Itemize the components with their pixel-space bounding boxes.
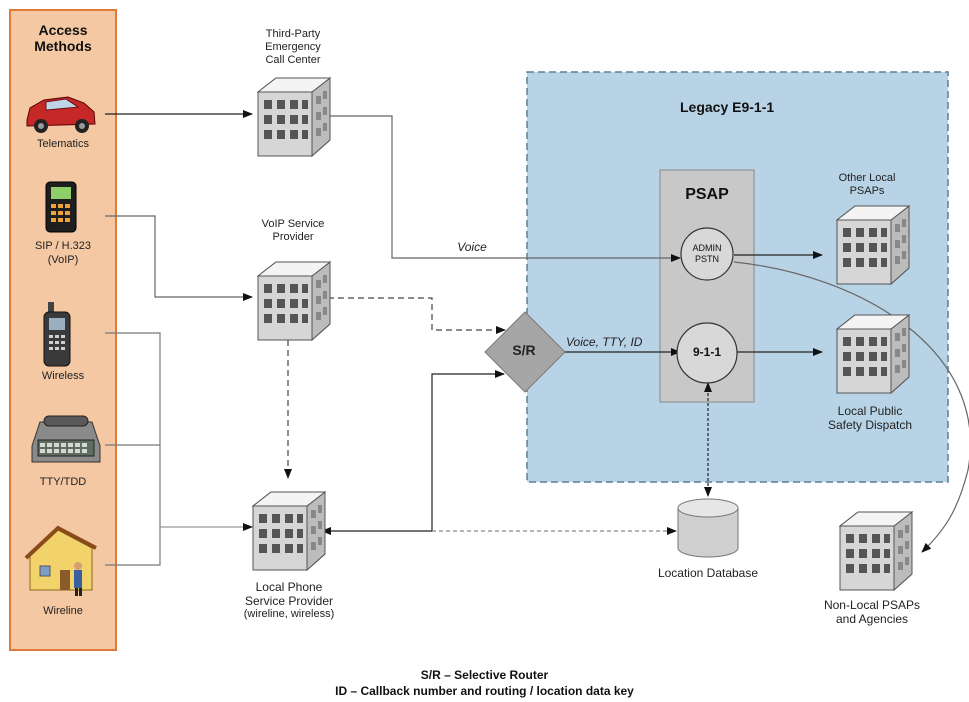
third-party-building-icon [257,77,331,157]
voip-provider-label: VoIP Service Provider [238,218,348,244]
edge-voip-sr-dashed [328,297,506,334]
nonlocal-line1: Non-Local PSAPs [823,598,921,612]
other-psaps-line2: PSAPs [849,185,885,197]
pstn-line: PSTN [694,254,719,264]
local-phone-line3: (wireline, wireless) [243,608,335,620]
third-party-line2: Emergency [265,41,321,53]
voice-edge-label: Voice [457,240,487,254]
edge-localphone-sr [321,370,505,535]
other-psaps-line1: Other Local [838,172,896,184]
edge-sip-voip [105,215,253,301]
admin-pstn-label: ADMIN PSTN [681,243,733,265]
other-psaps-building-icon [836,205,910,285]
local-dispatch-line1: Local Public [837,404,903,418]
other-psaps-label: Other Local PSAPs [812,172,922,198]
psap-title: PSAP [685,186,729,203]
tty-device-icon [31,415,101,463]
tty-label: TTY/TDD [39,476,87,488]
edge-wireline-bus [105,527,161,566]
voip-provider-building-icon [257,261,331,341]
nonlocal-line2: and Agencies [835,612,909,626]
telematics-label: Telematics [37,138,89,150]
local-dispatch-label: Local Public Safety Dispatch [810,404,930,432]
car-icon [26,96,96,133]
nonlocal-building-icon [839,511,913,591]
third-party-label: Third-Party Emergency Call Center [238,28,348,67]
sip-label-line1: SIP / H.323 [34,240,92,252]
location-database-label: Location Database [657,566,759,580]
local-phone-line1: Local Phone [255,580,323,594]
voip-provider-line1: VoIP Service [261,218,325,230]
access-methods-title: Access Methods [12,22,114,54]
voip-provider-line2: Provider [272,231,314,243]
local-phone-line2: Service Provider [244,594,334,608]
local-dispatch-line2: Safety Dispatch [827,418,913,432]
access-title-line1: Access [38,22,88,38]
house-icon [24,525,97,596]
admin-pstn-circle [680,227,734,281]
selective-router-label: S/R [512,342,536,358]
location-database-icon [677,498,739,558]
admin-line: ADMIN [692,243,722,253]
wireless-label: Wireless [41,370,85,382]
local-phone-building-icon [252,491,326,571]
third-party-line1: Third-Party [265,28,321,40]
wireline-label: Wireline [43,605,83,617]
nine-one-one-circle [676,322,738,384]
third-party-line3: Call Center [265,54,321,66]
selective-router [484,311,566,393]
nonlocal-label: Non-Local PSAPs and Agencies [808,598,936,626]
voice-tty-edge-label: Voice, TTY, ID [566,335,643,349]
local-dispatch-building-icon [836,314,910,394]
cell-phone-icon [43,302,71,367]
edge-wireless-bus [105,332,161,527]
footer-line1: S/R – Selective Router [420,668,549,682]
voip-phone-icon [45,181,77,233]
footer-line2: ID – Callback number and routing / locat… [335,684,634,698]
access-title-line2: Methods [34,38,92,54]
sip-label-line2: (VoIP) [47,254,79,266]
nine-one-one-label: 9-1-1 [692,345,721,359]
edge-admin-nonlocal [733,261,969,553]
edge-thirdparty-admin [328,115,681,262]
local-phone-label: Local Phone Service Provider (wireline, … [224,580,354,621]
legacy-e911-title: Legacy E9-1-1 [680,99,775,115]
